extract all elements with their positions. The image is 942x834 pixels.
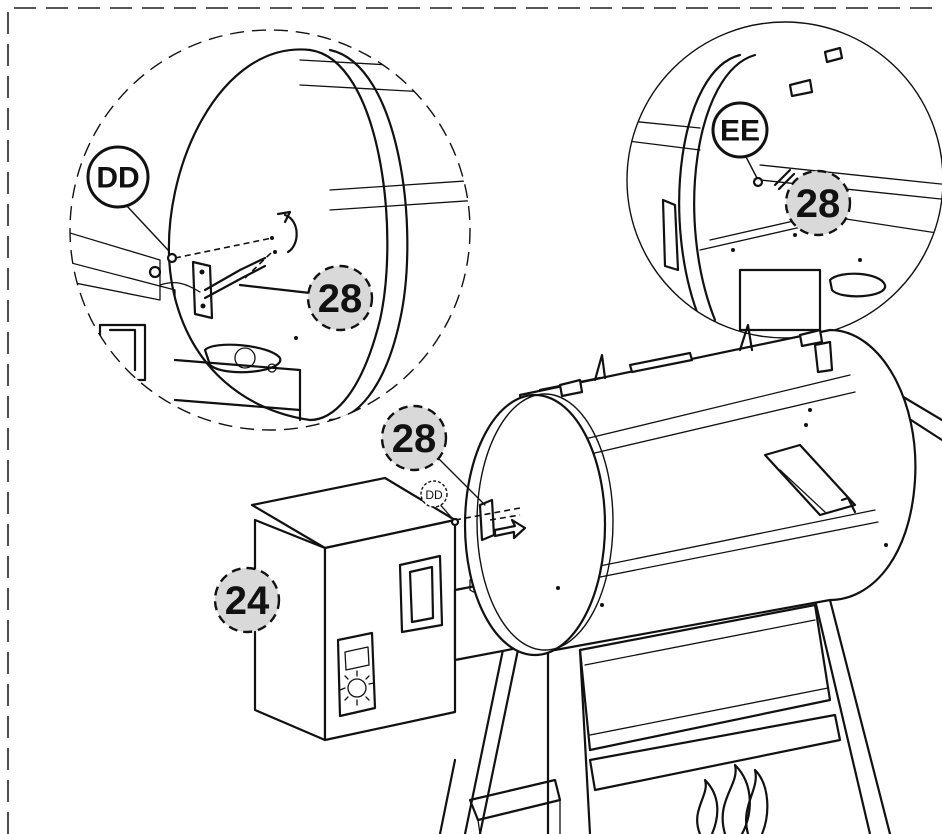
grill-assembly — [250, 323, 942, 834]
svg-text:28: 28 — [392, 417, 437, 461]
svg-text:EE: EE — [720, 115, 760, 148]
detail-view-right — [626, 21, 942, 339]
svg-text:DD: DD — [425, 488, 443, 502]
svg-text:24: 24 — [225, 579, 270, 623]
callout-part-28-main: 28 — [380, 404, 448, 472]
svg-text:28: 28 — [318, 277, 363, 321]
label-ee-large: EE — [711, 101, 769, 179]
svg-text:DD: DD — [96, 162, 139, 195]
page-frame — [7, 7, 940, 834]
label-dd-large: DD — [86, 145, 169, 251]
svg-text:28: 28 — [796, 182, 841, 226]
detail-view-left — [69, 29, 471, 431]
callout-part-24: 24 — [213, 566, 281, 634]
label-dd-small: DD — [420, 480, 448, 508]
callout-part-28-detail-right: 28 — [784, 169, 852, 237]
callout-part-28-detail-left: 28 — [306, 264, 374, 332]
